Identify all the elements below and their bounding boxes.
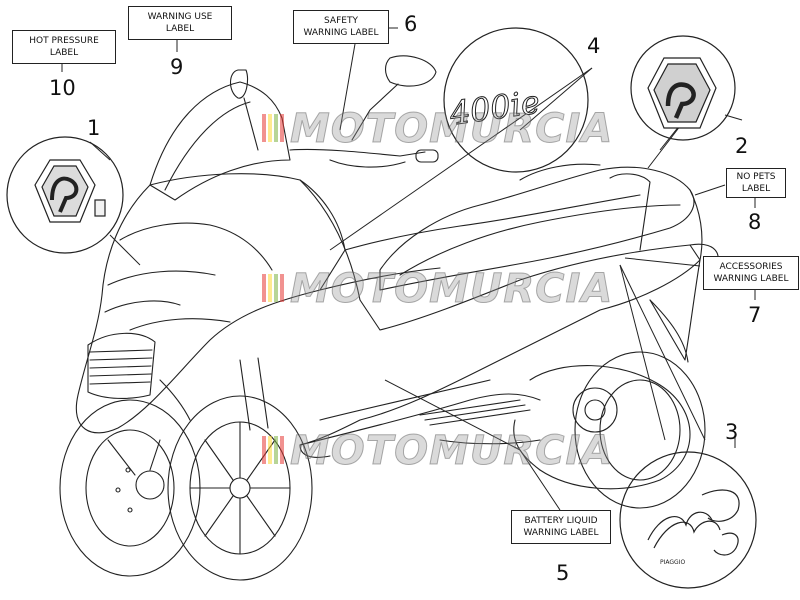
callout-number-9: 9 bbox=[170, 55, 184, 79]
battery-liquid-label-line-2: WARNING LABEL bbox=[523, 528, 599, 538]
brand-small-text: PIAGGIO bbox=[660, 559, 685, 566]
callout-number-2: 2 bbox=[735, 134, 749, 158]
hot-pressure-label: HOT PRESSURE LABEL bbox=[12, 30, 116, 64]
callout-number-6: 6 bbox=[404, 12, 418, 36]
handlebar-grip bbox=[415, 149, 439, 163]
model-decal-callout-4 bbox=[443, 27, 589, 173]
battery-liquid-label: BATTERY LIQUID WARNING LABEL bbox=[511, 510, 611, 544]
floorboard bbox=[299, 393, 541, 446]
watermark-stripes-middle bbox=[262, 274, 284, 302]
battery-liquid-label-line-1: BATTERY LIQUID bbox=[524, 516, 598, 526]
watermark-bottom: MOTOMURCIA bbox=[289, 428, 614, 475]
piaggio-logo-callout-2 bbox=[630, 35, 736, 141]
floor-grip bbox=[419, 399, 531, 426]
piaggio-shield-1 bbox=[34, 159, 106, 223]
mp3-decal-callout-3 bbox=[619, 451, 757, 589]
engine-case bbox=[529, 365, 691, 490]
safety-warning-label-line-2: WARNING LABEL bbox=[303, 28, 379, 38]
callout-number-5: 5 bbox=[556, 561, 570, 585]
warning-use-label-line-2: LABEL bbox=[165, 24, 195, 34]
safety-warning-label: SAFETY WARNING LABEL bbox=[293, 10, 389, 44]
front-grille bbox=[87, 332, 156, 399]
callout-number-7: 7 bbox=[748, 303, 762, 327]
accessories-warning-label: ACCESSORIES WARNING LABEL bbox=[703, 256, 799, 290]
safety-warning-label-line-1: SAFETY bbox=[324, 16, 358, 26]
no-pets-label-line-2: LABEL bbox=[741, 184, 771, 194]
windscreen bbox=[149, 81, 291, 201]
watermark-stripes-bottom bbox=[262, 436, 284, 464]
left-mirror bbox=[229, 69, 249, 99]
callout-number-1: 1 bbox=[87, 116, 101, 140]
front-right-wheel bbox=[59, 399, 201, 577]
accessories-warning-label-line-1: ACCESSORIES bbox=[719, 262, 783, 272]
watermark-stripes-top bbox=[262, 114, 284, 142]
callout-number-8: 8 bbox=[748, 210, 762, 234]
piaggio-shield-2 bbox=[647, 57, 717, 129]
rear-wheel bbox=[574, 351, 706, 509]
callout-number-3: 3 bbox=[725, 420, 739, 444]
callout-number-10: 10 bbox=[49, 76, 76, 100]
callout-number-4: 4 bbox=[587, 34, 601, 58]
mp3-logo-decal bbox=[647, 489, 740, 556]
accessories-warning-label-line-2: WARNING LABEL bbox=[713, 274, 789, 284]
side-body bbox=[299, 179, 701, 446]
front-left-wheel bbox=[167, 395, 313, 581]
hot-pressure-label-line-1: HOT PRESSURE bbox=[29, 36, 99, 46]
hot-pressure-label-line-2: LABEL bbox=[49, 48, 79, 58]
right-mirror bbox=[384, 55, 437, 87]
no-pets-label: NO PETS LABEL bbox=[726, 168, 786, 198]
warning-use-label: WARNING USE LABEL bbox=[128, 6, 232, 40]
watermark-middle: MOTOMURCIA bbox=[289, 266, 614, 313]
watermark-top: MOTOMURCIA bbox=[289, 106, 614, 153]
piaggio-logo-callout-1 bbox=[6, 136, 124, 254]
warning-use-label-line-1: WARNING USE bbox=[147, 12, 213, 22]
no-pets-label-line-1: NO PETS bbox=[736, 172, 776, 182]
